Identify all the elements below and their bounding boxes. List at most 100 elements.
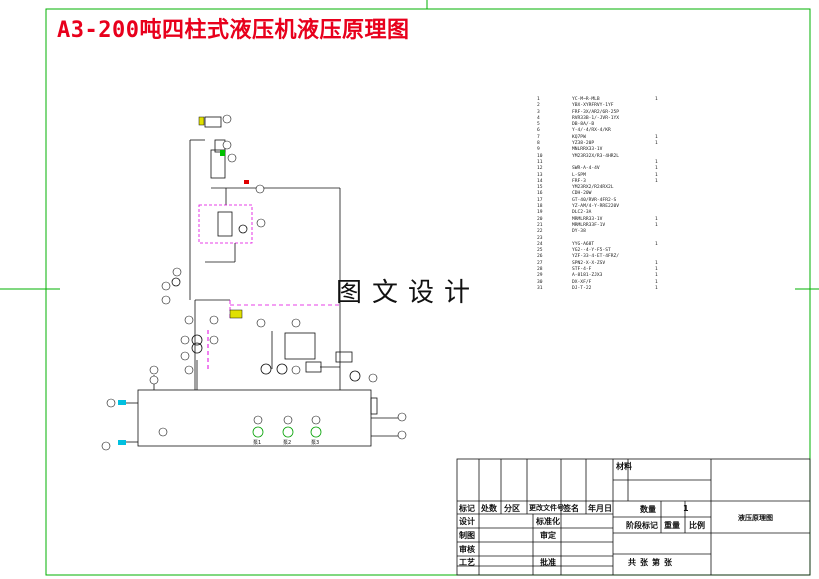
parts-no: 6	[537, 128, 540, 134]
parts-no: 18	[537, 204, 543, 210]
tb-col-sign: 签名	[563, 504, 579, 513]
parts-name: YZ38-20P	[572, 141, 595, 147]
parts-no: 30	[537, 279, 543, 285]
pump-2	[282, 426, 294, 438]
cyan-fitting-2	[118, 440, 126, 445]
motor-m1	[260, 363, 272, 375]
parts-no: 22	[537, 229, 543, 235]
parts-row: 22 DY-38	[537, 229, 767, 235]
tb-weight: 重量	[664, 521, 680, 530]
parts-name: YM23R32X/R3-4HR2L	[572, 153, 620, 159]
parts-name: CDH-20W	[572, 191, 592, 197]
parts-qty: 1	[655, 241, 658, 247]
parts-no: 16	[537, 191, 543, 197]
tb-process: 工艺	[459, 558, 475, 567]
parts-qty: 1	[655, 141, 658, 147]
parts-name: YM23RX2/R24RX2L	[572, 185, 614, 191]
parts-qty: 1	[655, 172, 658, 178]
parts-no: 31	[537, 285, 543, 291]
parts-qty: 1	[655, 285, 658, 291]
parts-name: L-SPM	[572, 172, 586, 178]
parts-name: FRF-3X/AR2/6R-25P	[572, 109, 620, 115]
control-valve-block	[198, 204, 253, 244]
parts-name: YYG-A68T	[572, 241, 595, 247]
parts-name: MNLRRX33-1V	[572, 147, 603, 153]
parts-no: 23	[537, 235, 543, 241]
pump-label-3: 泵3	[311, 440, 319, 446]
parts-name: MRMLRR33-1V	[572, 216, 603, 222]
parts-no: 15	[537, 185, 543, 191]
cyan-fitting-1	[118, 400, 126, 405]
pump-1	[252, 426, 264, 438]
parts-row: 15 YM23RX2/R24RX2L	[537, 185, 767, 191]
pump-label-2: 泵2	[283, 440, 291, 446]
red-fitting-1	[244, 180, 249, 184]
parts-no: 7	[537, 134, 540, 140]
tb-std: 标准化	[536, 517, 560, 526]
parts-no: 24	[537, 241, 543, 247]
parts-no: 28	[537, 267, 543, 273]
parts-row: 23	[537, 236, 767, 242]
valve-right	[305, 361, 322, 373]
parts-qty: 1	[655, 273, 658, 279]
tb-check: 审核	[459, 545, 475, 554]
parts-name: Y-4/-4/RX-4/KR	[572, 128, 611, 134]
parts-qty: 1	[655, 159, 658, 165]
parts-no: 14	[537, 178, 543, 184]
parts-no: 20	[537, 216, 543, 222]
parts-no: 1	[537, 97, 540, 102]
tb-col-date: 年月日	[588, 504, 612, 513]
parts-qty: 1	[655, 222, 658, 228]
tb-design: 设计	[459, 517, 475, 526]
valve-spool	[217, 211, 233, 237]
parts-row: 6 Y-4/-4/RX-4/KR	[537, 128, 767, 134]
parts-no: 11	[537, 159, 543, 165]
yellow-fitting-2	[229, 309, 243, 319]
green-fitting-1	[220, 150, 225, 156]
parts-name: YZF-33-4-ET-4FRZ/	[572, 254, 620, 260]
parts-no: 13	[537, 172, 543, 178]
hydraulic-circuit	[124, 116, 398, 447]
parts-row: 1 YC-M~R-MLB 1	[537, 97, 767, 103]
parts-qty: 1	[655, 97, 658, 102]
tb-col-zone: 分区	[504, 504, 520, 513]
parts-name: FRF-3	[572, 178, 586, 184]
parts-row: 14 FRF-3 1	[537, 179, 767, 185]
parts-no: 9	[537, 147, 540, 153]
tb-col-count: 处数	[481, 504, 497, 513]
valve-coil	[238, 224, 248, 234]
tb-review: 审定	[540, 531, 556, 540]
parts-no: 25	[537, 248, 543, 254]
tank-heater	[370, 397, 378, 415]
parts-no: 5	[537, 122, 540, 128]
parts-qty: 1	[655, 166, 658, 172]
parts-row: 24 YYG-A68T 1	[537, 242, 767, 248]
parts-row: 13 L-SPM 1	[537, 173, 767, 179]
drawing-title: A3-200吨四柱式液压机液压原理图	[57, 18, 410, 43]
parts-name: YC-M~R-MLB	[572, 97, 600, 102]
parts-name: KQ7PW	[572, 134, 586, 140]
parts-no: 17	[537, 197, 543, 203]
parts-qty: 1	[655, 178, 658, 184]
parts-name: GT-40/RVR-4FR2-S	[572, 197, 617, 203]
parts-name: DY-38	[572, 229, 586, 235]
cylinder-1	[210, 149, 226, 179]
balloons	[101, 114, 407, 451]
parts-name: RVR33B-1/-JVR-1YX	[572, 115, 620, 121]
filter-right	[284, 332, 316, 360]
valve-top	[204, 116, 222, 128]
